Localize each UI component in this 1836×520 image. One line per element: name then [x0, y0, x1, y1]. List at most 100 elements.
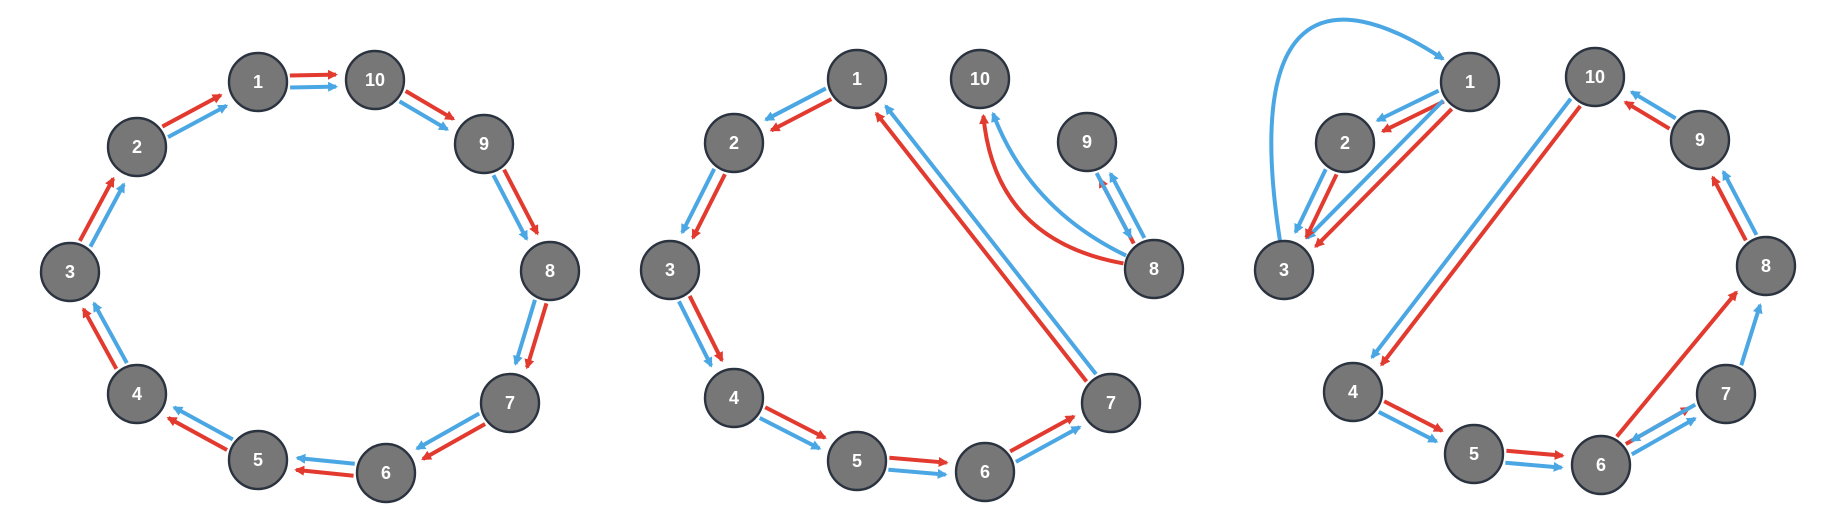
node-label: 7 [1106, 393, 1116, 413]
edge-left-8-to-7-red [524, 302, 549, 370]
node-circle [479, 372, 541, 434]
node-label: 5 [852, 451, 862, 471]
edge-left-4-to-3-blue [92, 301, 129, 365]
node-left-10: 10 [344, 49, 406, 111]
edge-right-1-to-3-blue [1305, 99, 1445, 240]
node-label: 9 [479, 134, 489, 154]
edge-right-4-to-5-red [1383, 399, 1444, 433]
edge-middle-2-to-3-red [691, 173, 727, 240]
node-circle [954, 441, 1016, 503]
node-right-2: 2 [1314, 112, 1376, 174]
node-circle [703, 367, 765, 429]
node-label: 1 [1465, 72, 1475, 92]
edge-left-8-to-7-blue [513, 299, 537, 366]
edge-middle-4-to-5-red [764, 405, 827, 440]
node-circle [1314, 112, 1376, 174]
node-circle [106, 363, 168, 425]
node-label: 7 [1721, 384, 1731, 404]
edge-right-2-to-3-blue [1293, 168, 1328, 235]
node-label: 2 [132, 137, 142, 157]
node-middle-5: 5 [826, 430, 888, 492]
node-right-5: 5 [1443, 423, 1505, 485]
edge-middle-6-to-7-blue [1014, 425, 1082, 464]
node-label: 8 [1761, 256, 1771, 276]
node-right-4: 4 [1322, 361, 1384, 423]
edge-right-5-to-6-red [1506, 448, 1565, 460]
node-label: 1 [852, 69, 862, 89]
node-right-1: 1 [1439, 51, 1501, 113]
node-left-1: 1 [227, 51, 289, 113]
edge-right-9-to-10-red [1623, 100, 1671, 131]
node-circle [453, 113, 515, 175]
edge-left-7-to-6-blue [415, 411, 481, 451]
node-circle [519, 240, 581, 302]
node-left-5: 5 [227, 429, 289, 491]
node-label: 3 [665, 260, 675, 280]
edge-right-7-to-8-blue [1739, 303, 1763, 366]
graph-right: 1 2 3 4 5 6 7 8 9 10 [1253, 17, 1797, 496]
edge-left-2-to-1-red [161, 93, 223, 129]
node-label: 5 [253, 450, 263, 470]
node-left-2: 2 [106, 116, 168, 178]
edge-middle-4-to-5-blue [758, 416, 822, 451]
node-circle [1570, 434, 1632, 496]
node-left-4: 4 [106, 363, 168, 425]
node-middle-10: 10 [949, 48, 1011, 110]
node-circle [1056, 111, 1118, 173]
node-middle-7: 7 [1080, 372, 1142, 434]
node-left-9: 9 [453, 113, 515, 175]
edge-right-7-to-6-blue [1630, 402, 1697, 443]
node-label: 4 [132, 384, 142, 404]
node-circle [703, 112, 765, 174]
node-right-6: 6 [1570, 434, 1632, 496]
node-label: 6 [381, 463, 391, 483]
node-right-7: 7 [1695, 363, 1757, 425]
edge-right-8-to-9-blue [1721, 169, 1759, 236]
node-label: 9 [1082, 132, 1092, 152]
node-label: 10 [970, 69, 990, 89]
node-label: 2 [1340, 133, 1350, 153]
node-circle [639, 239, 701, 301]
edge-left-3-to-2-blue [88, 182, 126, 248]
edge-right-10-to-4-red [1379, 104, 1582, 367]
edge-left-10-to-9-red [404, 89, 456, 121]
edge-right-2-to-3-red [1304, 173, 1339, 240]
edge-left-7-to-6-red [421, 422, 487, 461]
node-circle [344, 49, 406, 111]
edge-middle-1-to-2-red [769, 97, 833, 133]
edge-right-9-to-10-blue [1629, 90, 1677, 121]
edge-left-1-to-10-red [289, 69, 338, 80]
edge-left-3-to-2-red [78, 176, 116, 242]
node-right-8: 8 [1735, 235, 1797, 297]
node-circle [1322, 361, 1384, 423]
edge-right-4-to-5-blue [1377, 410, 1439, 444]
node-label: 6 [980, 462, 990, 482]
node-label: 4 [729, 388, 739, 408]
node-right-9: 9 [1669, 109, 1731, 171]
edge-middle-2-to-3-blue [680, 167, 717, 235]
edge-left-4-to-3-red [81, 307, 119, 370]
edge-left-9-to-8-blue [491, 174, 529, 241]
node-right-10: 10 [1564, 46, 1626, 108]
edge-left-5-to-4-blue [172, 405, 234, 442]
edge-left-10-to-9-blue [398, 99, 450, 132]
node-circle [1443, 423, 1505, 485]
edge-left-1-to-10-blue [290, 81, 339, 92]
edge-right-8-to-9-red [1711, 175, 1748, 242]
edge-left-5-to-4-red [166, 416, 228, 452]
node-left-6: 6 [355, 442, 417, 504]
node-label: 3 [1279, 260, 1289, 280]
edge-middle-8-to-10-red [979, 113, 1124, 266]
edge-middle-7-to-1-red [874, 111, 1089, 383]
node-circle [1669, 109, 1731, 171]
node-circle [227, 429, 289, 491]
edge-right-1-to-3-red [1314, 107, 1454, 248]
node-label: 5 [1469, 444, 1479, 464]
edge-middle-1-to-2-blue [764, 86, 827, 122]
node-label: 4 [1348, 382, 1358, 402]
node-middle-6: 6 [954, 441, 1016, 503]
node-circle [1253, 239, 1315, 301]
